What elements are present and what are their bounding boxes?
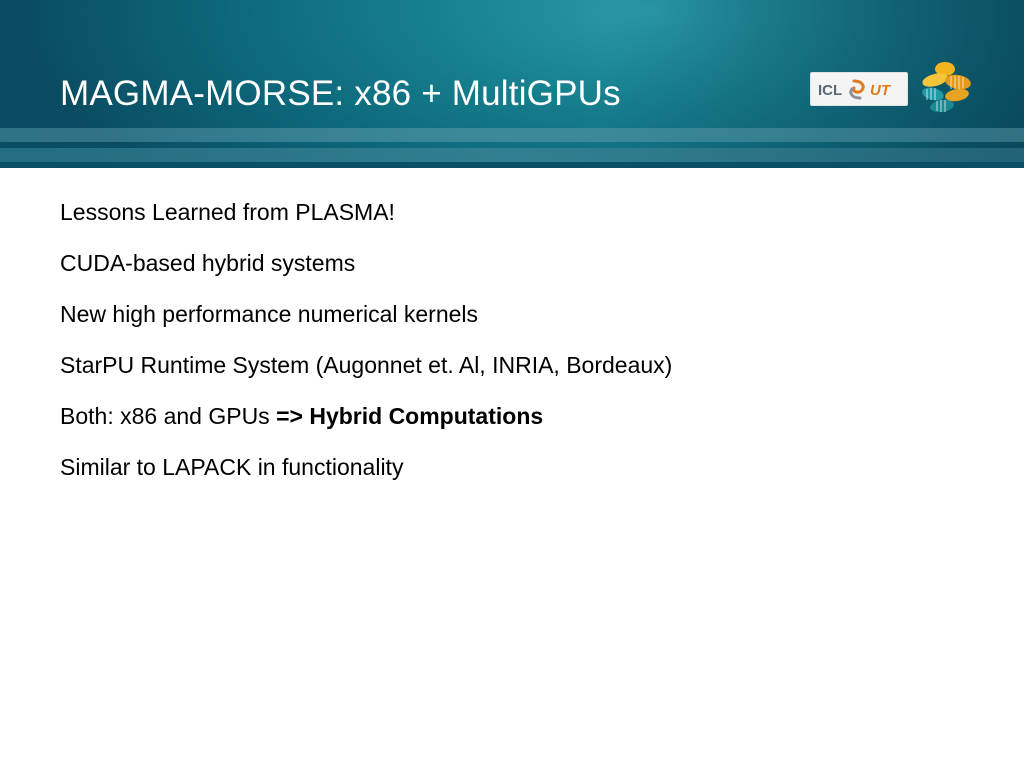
slide-body: Lessons Learned from PLASMA! CUDA-based … — [60, 195, 1000, 501]
starburst-logo-icon — [922, 62, 971, 113]
bullet-text: New high performance numerical kernels — [60, 301, 479, 327]
bullet-lapack-functionality: Similar to LAPACK in functionality — [60, 450, 1000, 501]
bullet-lessons-learned: Lessons Learned from PLASMA! — [60, 195, 1000, 246]
bullet-bold-text: => Hybrid Computations — [276, 403, 544, 429]
slide-title: MAGMA-MORSE: x86 + MultiGPUs — [60, 74, 621, 113]
bullet-hybrid-computations: Both: x86 and GPUs => Hybrid Computation… — [60, 399, 1000, 450]
bullet-numerical-kernels: New high performance numerical kernels — [60, 297, 1000, 348]
bullet-text: Similar to LAPACK in functionality — [60, 454, 404, 480]
header-stripe-top — [0, 128, 1024, 142]
header-bottom-edge — [0, 162, 1024, 168]
bullet-cuda-hybrid: CUDA-based hybrid systems — [60, 246, 1000, 297]
icl-logo-text: ICL — [818, 82, 842, 99]
bullet-text: Lessons Learned from PLASMA! — [60, 199, 395, 225]
bullet-text: StarPU Runtime System (Augonnet et. Al, … — [60, 352, 673, 378]
header-stripe-bottom — [0, 148, 1024, 162]
slide-header: MAGMA-MORSE: x86 + MultiGPUs ICL UT — [0, 0, 1024, 168]
bullet-text: Both: x86 and GPUs — [60, 403, 277, 429]
bullet-starpu-runtime: StarPU Runtime System (Augonnet et. Al, … — [60, 348, 1000, 399]
ut-logo-text: UT — [870, 82, 892, 99]
icl-swirl-icon — [849, 79, 865, 100]
icl-ut-logo: ICL UT — [810, 72, 908, 106]
bullet-text: CUDA-based hybrid systems — [60, 250, 356, 276]
